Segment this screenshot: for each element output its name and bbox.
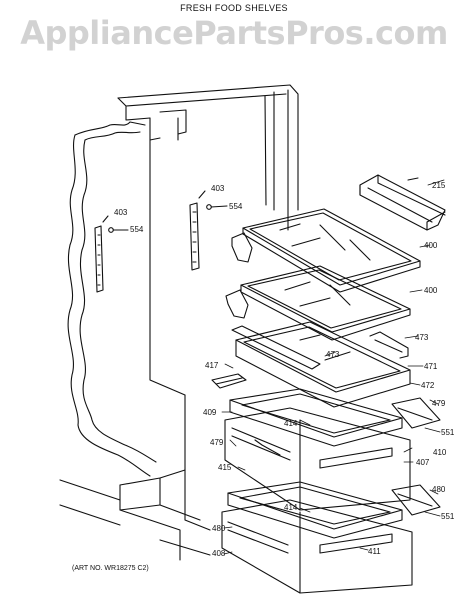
label-415: 415 xyxy=(218,463,232,472)
label-400-upper: 400 xyxy=(424,241,438,250)
part-labels: 215 400 400 403 554 403 554 473 473 417 … xyxy=(114,181,455,558)
diagram-title: FRESH FOOD SHELVES xyxy=(180,3,288,13)
label-479-upper: 479 xyxy=(432,399,446,408)
label-554-right: 554 xyxy=(229,202,243,211)
label-554-left: 554 xyxy=(130,225,144,234)
cabinet-cutaway-edge xyxy=(67,121,157,477)
cabinet-outline xyxy=(59,84,299,561)
crisper-cover-473 xyxy=(231,321,411,408)
label-473-right: 473 xyxy=(415,333,429,342)
label-403-right: 403 xyxy=(211,184,225,193)
label-472: 472 xyxy=(421,381,435,390)
label-551-lower: 551 xyxy=(441,512,455,521)
label-551-upper: 551 xyxy=(441,428,455,437)
label-411: 411 xyxy=(368,547,381,556)
watermark-logo: AppliancePartsPros.com xyxy=(20,14,448,52)
label-410: 410 xyxy=(433,448,447,457)
label-400-lower: 400 xyxy=(424,286,438,295)
label-414-upper: 414 xyxy=(284,419,298,428)
label-471: 471 xyxy=(424,362,438,371)
label-403-left: 403 xyxy=(114,208,128,217)
label-480-right: 480 xyxy=(432,485,446,494)
label-409: 409 xyxy=(203,408,217,417)
art-number: (ART NO. WR18275 C2) xyxy=(72,565,149,572)
slide-rail-417 xyxy=(211,373,247,389)
label-215: 215 xyxy=(432,181,446,190)
label-473-center: 473 xyxy=(326,350,340,359)
drawer-pan-upper xyxy=(224,388,441,511)
label-407: 407 xyxy=(416,458,430,467)
drawer-pan-lower xyxy=(221,481,441,594)
label-479-left: 479 xyxy=(210,438,224,447)
glass-shelf-400-lower xyxy=(225,265,411,341)
label-480-left: 480 xyxy=(212,524,226,533)
label-417: 417 xyxy=(205,361,219,370)
shelf-support-right xyxy=(189,202,200,271)
door-bin-215 xyxy=(359,174,446,231)
label-414-lower: 414 xyxy=(284,503,298,512)
glass-shelf-400-upper xyxy=(231,208,421,293)
leader-lines xyxy=(221,179,445,555)
shelf-support-left xyxy=(94,225,104,293)
label-408: 408 xyxy=(212,549,226,558)
